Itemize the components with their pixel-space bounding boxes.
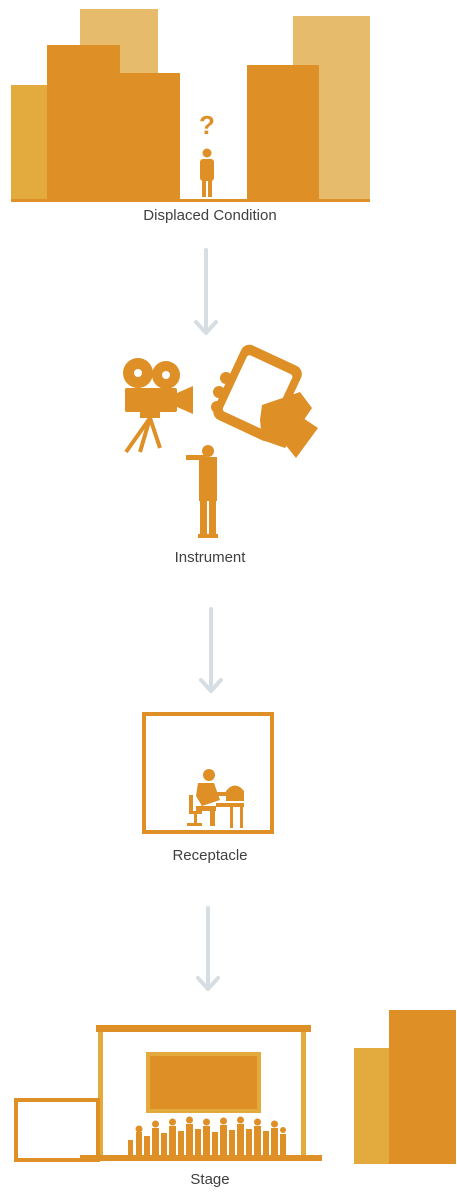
- room-person-computer-icon: [142, 712, 274, 834]
- city-buildings-person-icon: ?: [11, 9, 370, 202]
- stage-label-displaced-condition: Displaced Condition: [143, 207, 277, 224]
- person-icon: [200, 148, 214, 197]
- stage-crowd-buildings-icon: [14, 1010, 456, 1164]
- crowd-icon: [128, 1116, 286, 1155]
- phone-hand-icon: [211, 344, 318, 458]
- arrow-down-icon: [199, 607, 223, 693]
- stage-label-receptacle: Receptacle: [172, 847, 248, 864]
- stage-label-stage: Stage: [190, 1171, 230, 1188]
- stage-label-instrument: Instrument: [174, 549, 246, 566]
- question-mark: ?: [199, 110, 215, 140]
- standing-person-icon: [186, 445, 218, 538]
- film-camera-icon: [123, 358, 193, 454]
- camera-phone-person-icon: [123, 344, 318, 538]
- arrow-down-icon: [194, 248, 218, 335]
- arrow-down-icon: [196, 906, 220, 991]
